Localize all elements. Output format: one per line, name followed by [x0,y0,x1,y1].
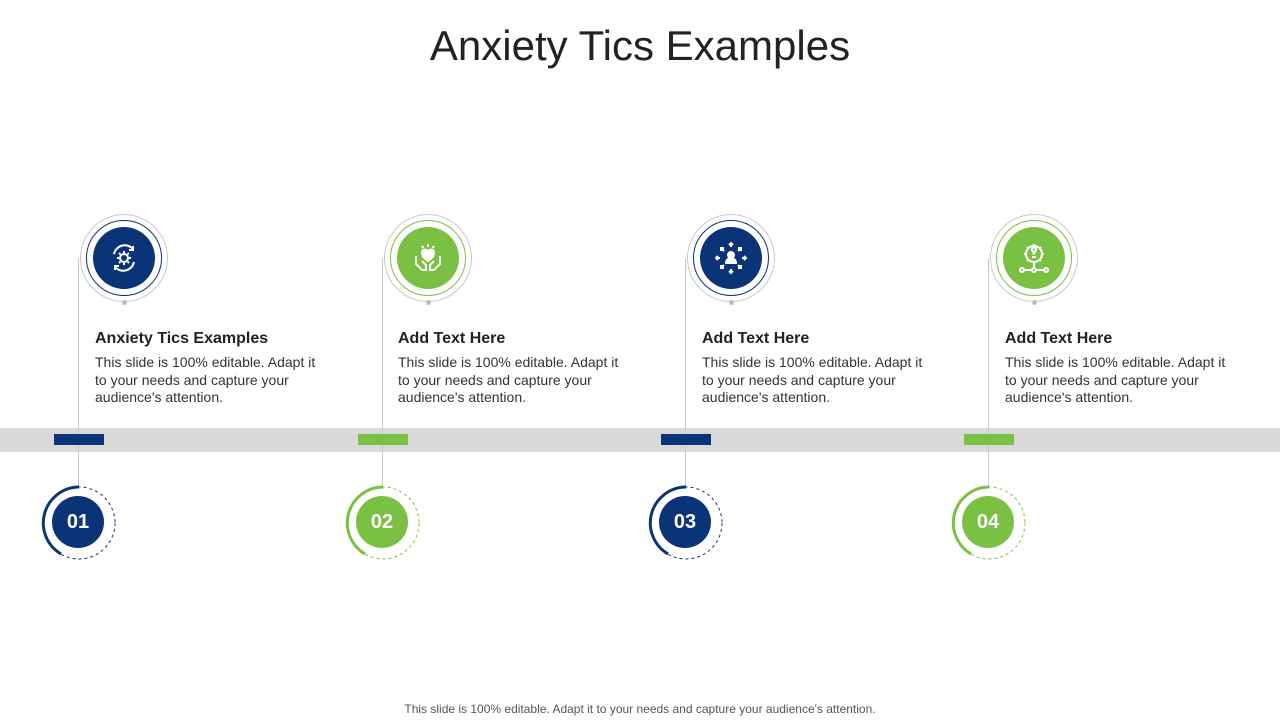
timeline-marker [54,434,104,445]
step-number: 01 [52,496,104,548]
icon-ring [990,214,1078,302]
step-heading: Anxiety Tics Examples [95,330,269,347]
timeline-marker [964,434,1014,445]
timeline-marker [358,434,408,445]
ring-dot [1032,300,1037,305]
footer-note: This slide is 100% editable. Adapt it to… [404,702,876,716]
step-number-badge: 01 [41,485,117,561]
timeline-marker [661,434,711,445]
step-number-badge: 02 [345,485,421,561]
step-body: This slide is 100% editable. Adapt it to… [1005,354,1226,405]
ring-dot [122,300,127,305]
page-title: Anxiety Tics Examples [429,22,851,69]
step-number-badge: 04 [951,485,1027,561]
ring-dot [729,300,734,305]
step-number: 04 [962,496,1014,548]
step-number: 02 [356,496,408,548]
step-heading: Add Text Here [702,330,810,347]
step-number-badge: 03 [648,485,724,561]
ring-dot [426,300,431,305]
person-arrows-icon [700,227,762,289]
icon-ring [80,214,168,302]
step-body: This slide is 100% editable. Adapt it to… [95,354,316,405]
step-heading: Add Text Here [398,330,506,347]
gear-bulb-network-icon [1003,227,1065,289]
step-number: 03 [659,496,711,548]
icon-ring [687,214,775,302]
connector-line [988,258,989,486]
hands-heart-icon [397,227,459,289]
gear-cycle-people-icon [93,227,155,289]
step-body: This slide is 100% editable. Adapt it to… [398,354,619,405]
connector-line [382,258,383,486]
timeline-band [0,428,1280,452]
step-heading: Add Text Here [1005,330,1113,347]
step-body: This slide is 100% editable. Adapt it to… [702,354,923,405]
connector-line [685,258,686,486]
icon-ring [384,214,472,302]
connector-line [78,258,79,486]
